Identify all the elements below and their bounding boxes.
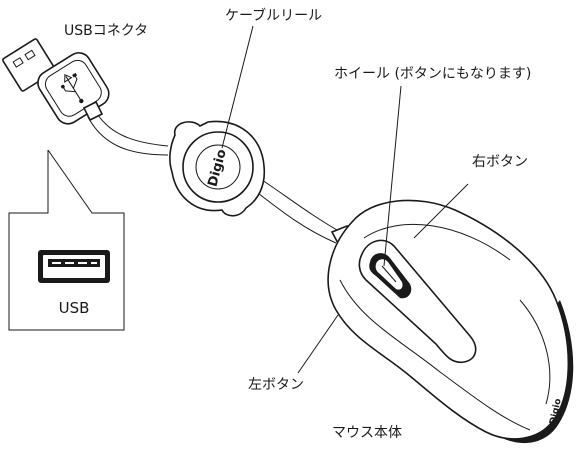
cable-reel-label: ケーブルリール — [225, 7, 322, 24]
scroll-wheel — [369, 253, 412, 299]
mouse-body-label: マウス本体 — [332, 425, 402, 441]
cable-upper — [87, 111, 169, 156]
usb-port-callout: USB — [8, 149, 125, 331]
right-button-label: 右ボタン — [472, 154, 528, 170]
left-button-label: 左ボタン — [248, 377, 304, 393]
mouse-body: Digio — [327, 199, 574, 444]
usb-symbol-icon — [61, 72, 84, 104]
cable-reel: Digio — [169, 120, 266, 217]
usb-connector-label: USBコネクタ — [64, 23, 148, 39]
leader-lines — [221, 25, 469, 374]
wheel-label: ホイール (ボタンにもなります) — [334, 66, 531, 82]
usb-port-label: USB — [59, 299, 90, 317]
usb-port-icon — [38, 250, 110, 283]
usb-connector — [2, 38, 110, 125]
